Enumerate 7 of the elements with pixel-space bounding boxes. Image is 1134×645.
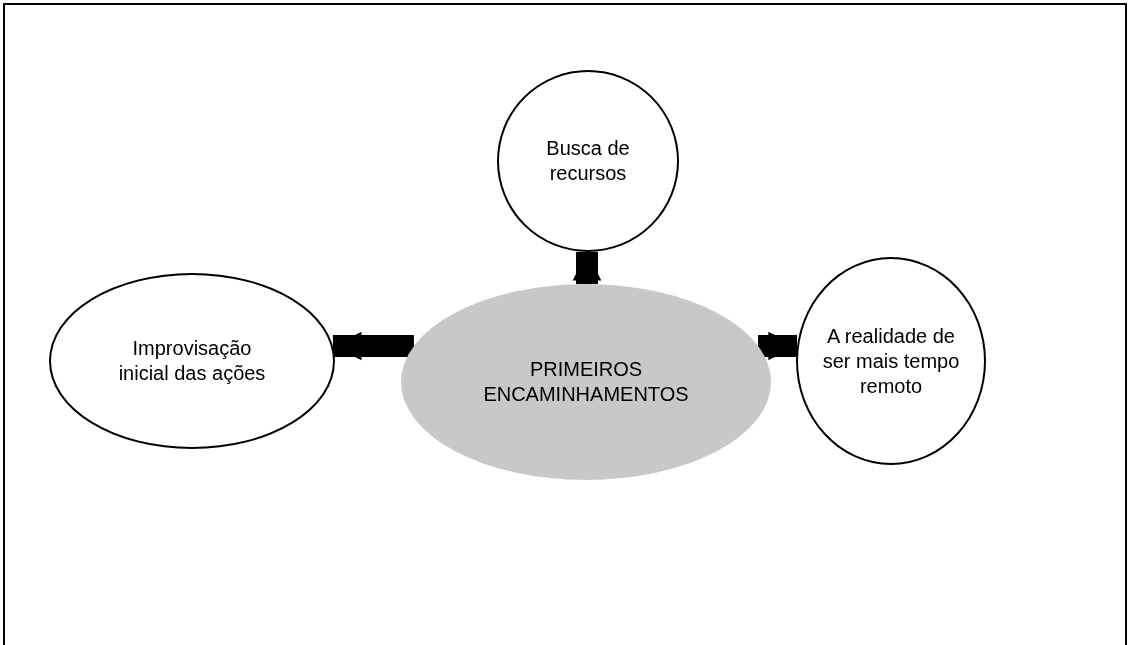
node-label: Improvisação inicial das ações	[117, 336, 267, 386]
node-label: PRIMEIROS ENCAMINHAMENTOS	[482, 357, 690, 407]
node-label: A realidade de ser mais tempo remoto	[821, 323, 961, 399]
block-arrow	[572, 252, 602, 284]
block-arrow	[332, 331, 414, 361]
node-label: Busca de recursos	[545, 136, 631, 186]
block-arrow	[758, 331, 797, 361]
